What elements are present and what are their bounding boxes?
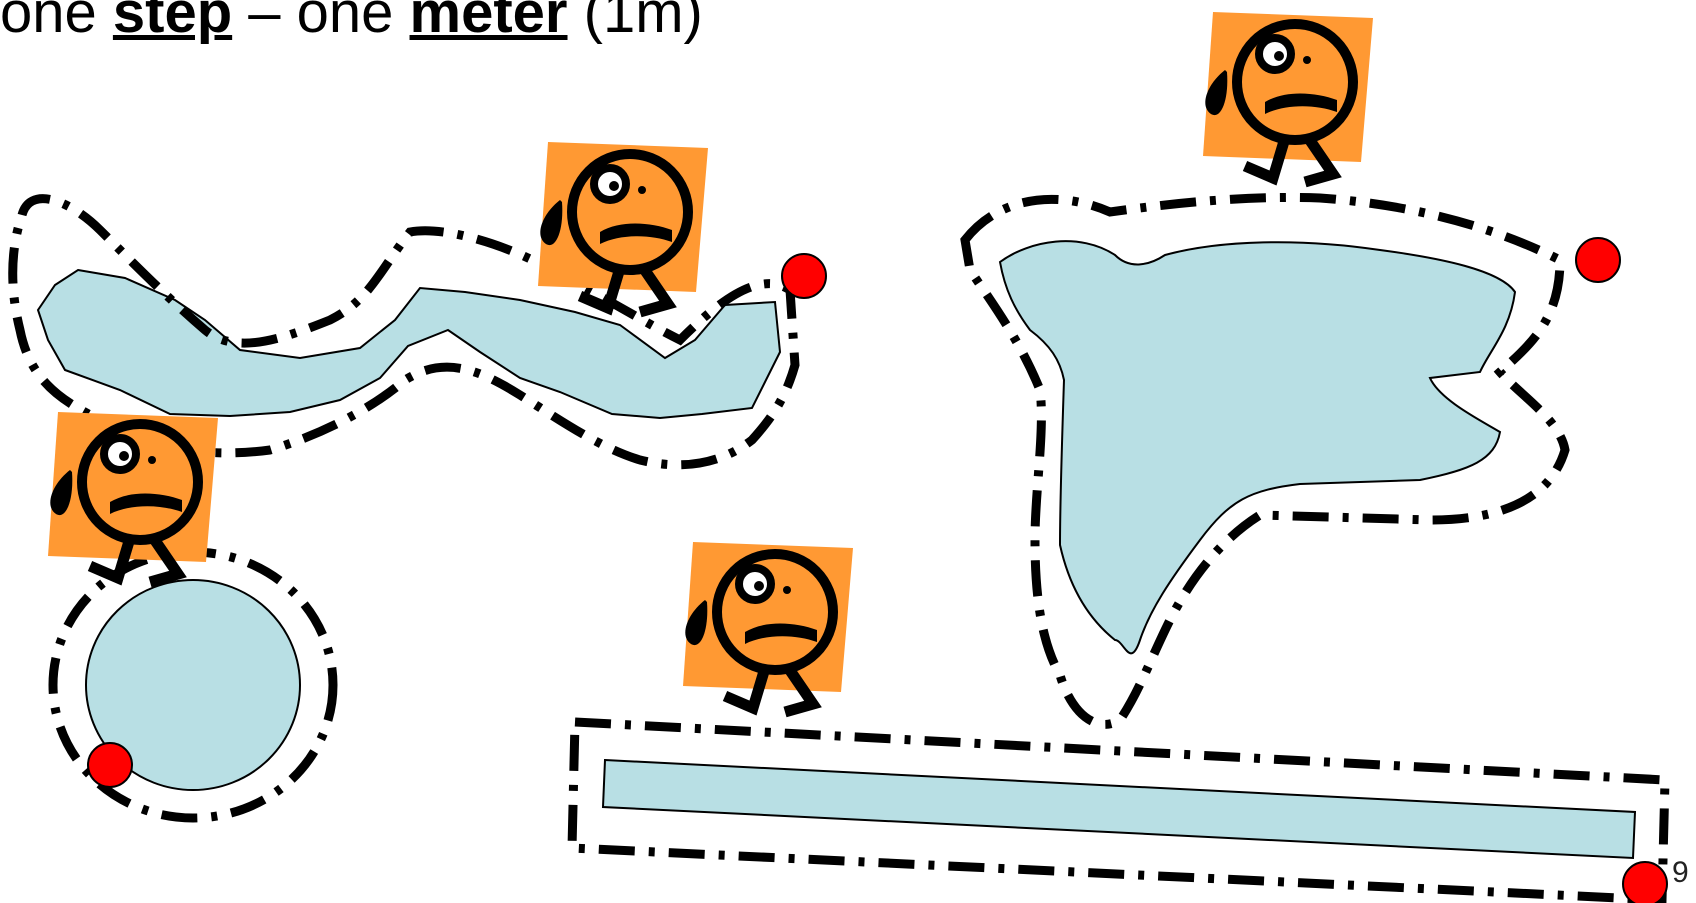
start-point-marker-icon — [1575, 237, 1621, 283]
rectangular-pool — [601, 758, 1637, 860]
start-point-marker-icon — [1622, 861, 1668, 903]
rectangular-pool-path-outline — [567, 717, 1670, 903]
bullet-prefix: one — [0, 0, 113, 45]
page-number: 9 — [1672, 856, 1689, 889]
bullet-mid: – one — [232, 0, 410, 45]
start-point-marker-icon — [781, 253, 827, 299]
bullet-suffix: (1m) — [567, 0, 703, 45]
lake-path-outline — [960, 192, 1570, 729]
start-point-marker-icon — [87, 742, 133, 788]
lake-shape — [998, 240, 1517, 655]
bullet-word-meter: meter — [409, 0, 568, 45]
river-shape — [36, 268, 782, 420]
bullet-word-step: step — [112, 0, 233, 45]
slide-bullet-text: one step – one meter (1m) — [0, 0, 703, 48]
round-pond — [85, 579, 301, 791]
